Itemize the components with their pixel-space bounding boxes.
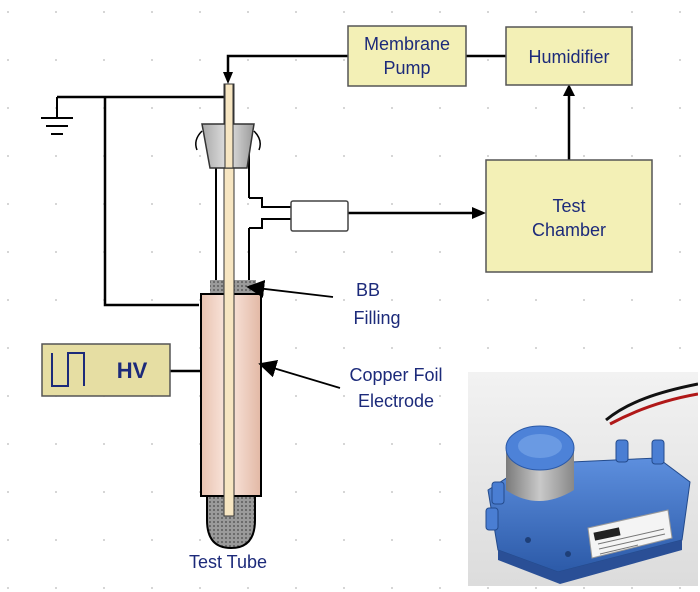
square-wave-icon (51, 352, 85, 387)
test-chamber-label-line2: Chamber (532, 220, 606, 240)
hv-source-block: HV (41, 343, 171, 397)
bb-filling-pointer (246, 279, 334, 298)
copper-foil-label-line2: Electrode (358, 391, 434, 411)
hv-ground-wire (103, 97, 199, 307)
test-tube-bottom (206, 495, 256, 550)
bb-filling-label-line1: BB (356, 280, 380, 300)
outlet-fitting (290, 200, 349, 232)
humidifier-label: Humidifier (528, 47, 609, 67)
arrowhead-icon (223, 72, 233, 84)
arrowhead-icon (563, 84, 575, 96)
arrowhead-icon (472, 207, 486, 219)
stopper-edge (195, 130, 203, 151)
humidifier-block: Humidifier (505, 26, 633, 86)
test-tube-label: Test Tube (189, 552, 267, 572)
pump-photo-drawing (468, 372, 698, 586)
center-electrode-rod (224, 83, 234, 169)
copper-foil-label-line1: Copper Foil (349, 365, 442, 385)
copper-foil-pointer (258, 360, 341, 389)
membrane-pump-label-line2: Pump (383, 58, 430, 78)
membrane-pump-photo (468, 372, 698, 586)
test-chamber-label-line1: Test (552, 196, 585, 216)
membrane-pump-label-line1: Membrane (364, 34, 450, 54)
membrane-pump-block: Membrane Pump (347, 25, 467, 87)
test-chamber-block: Test Chamber (485, 159, 653, 273)
ground-icon (41, 97, 73, 135)
stopper-edge (253, 130, 261, 151)
hv-label: HV (117, 358, 148, 383)
bb-filling-label-line2: Filling (353, 308, 400, 328)
pump-return-line (226, 54, 348, 78)
